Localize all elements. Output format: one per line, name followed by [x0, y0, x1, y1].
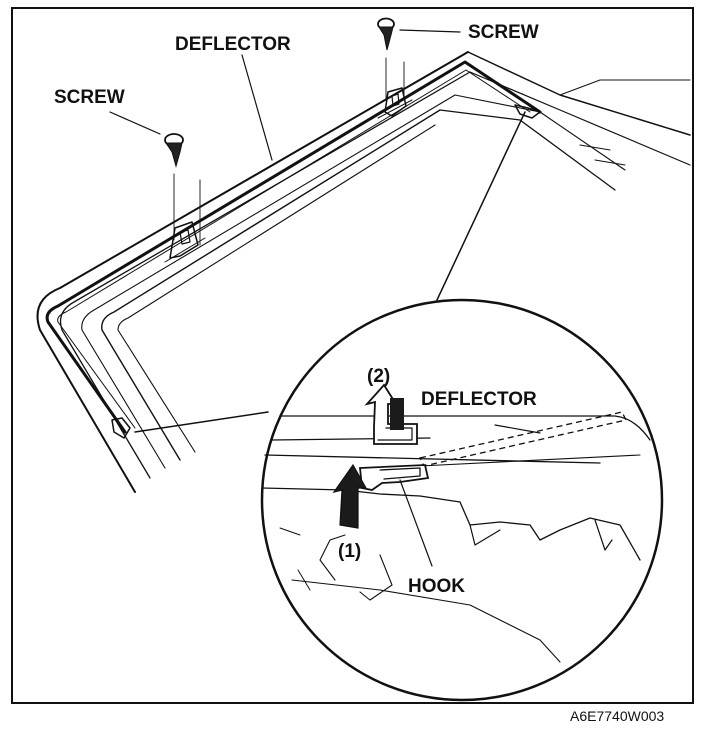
label-deflector-top: DEFLECTOR [175, 34, 291, 55]
arrow-up-icon [332, 463, 368, 529]
label-step-2: (2) [367, 366, 390, 387]
deflector-strip [45, 60, 542, 434]
label-screw-right: SCREW [468, 22, 539, 43]
arrow-step2-icon [364, 383, 418, 445]
label-screw-left: SCREW [54, 87, 125, 108]
detail-circle [260, 298, 664, 702]
screw-right-icon [377, 17, 405, 101]
label-hook: HOOK [408, 576, 465, 597]
figure-code: A6E7740W003 [570, 708, 664, 724]
left-end-hook [111, 417, 131, 439]
leader-lines [109, 29, 526, 433]
figure-border [11, 7, 694, 704]
screw-left-icon [164, 133, 201, 246]
detail-contents [261, 383, 651, 663]
label-deflector-detail: DEFLECTOR [421, 389, 537, 410]
right-bracket [377, 87, 413, 119]
label-step-1: (1) [338, 541, 361, 562]
sunroof-frame [36, 51, 691, 493]
right-end-hook [514, 104, 541, 119]
